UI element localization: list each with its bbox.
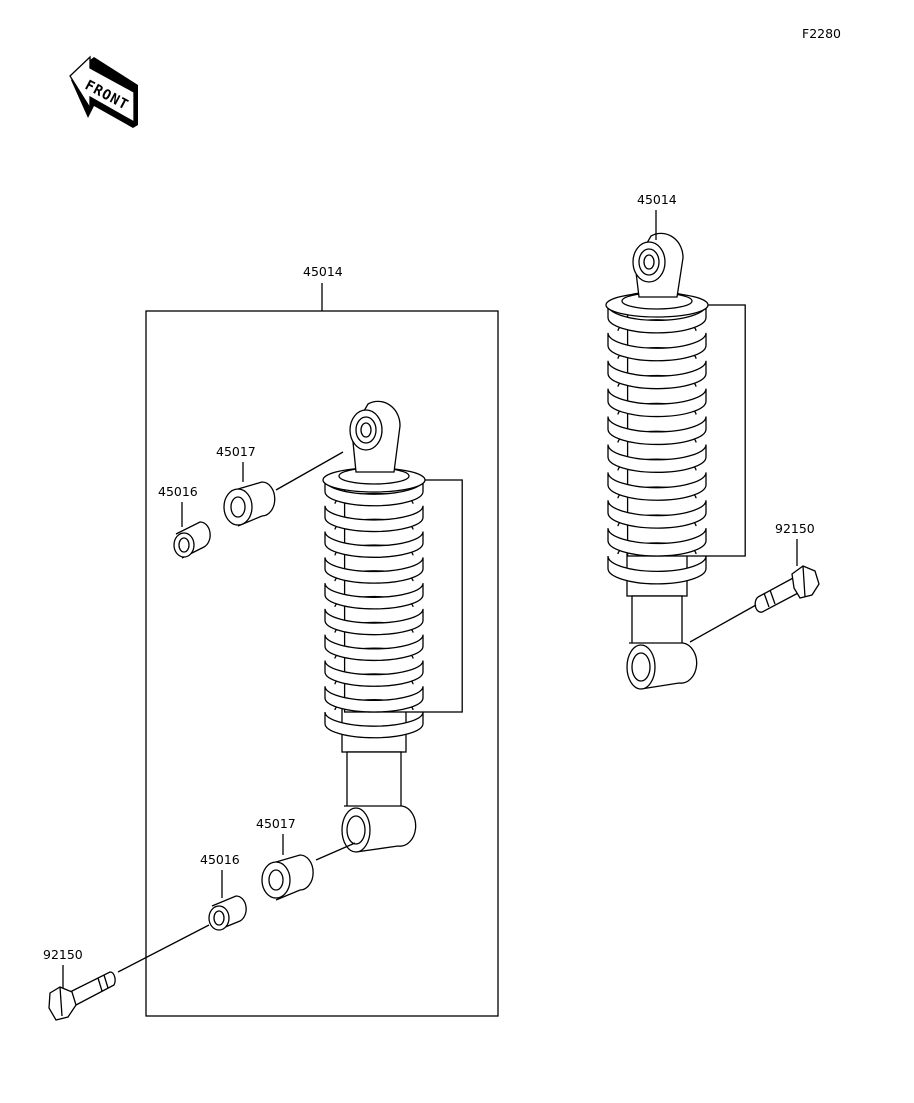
spring-coil bbox=[324, 479, 424, 507]
spring-coil bbox=[607, 416, 707, 446]
shock-absorber-left[interactable] bbox=[322, 400, 463, 853]
spring-coil bbox=[324, 557, 424, 584]
spring-coil bbox=[324, 634, 424, 662]
label-45017-lower: 45017 bbox=[256, 816, 296, 831]
label-45017-upper: 45017 bbox=[216, 444, 256, 459]
spring-coil bbox=[607, 360, 707, 390]
spring-coil bbox=[607, 388, 707, 418]
spring-coil bbox=[324, 531, 424, 558]
spring-coil bbox=[324, 505, 424, 533]
diagram-code: F2280 bbox=[802, 26, 841, 41]
bolt-92150-right[interactable] bbox=[754, 565, 820, 613]
damper-lower-body bbox=[346, 751, 402, 809]
spring-coil bbox=[607, 500, 707, 529]
spring-coil bbox=[607, 444, 707, 473]
label-45016-upper: 45016 bbox=[158, 484, 198, 499]
bolt-92150-left[interactable] bbox=[48, 971, 116, 1021]
shock-absorber-right[interactable] bbox=[605, 232, 746, 690]
collar-45016-upper[interactable] bbox=[173, 521, 211, 559]
collar-45016-lower[interactable] bbox=[208, 895, 247, 931]
label-92150-right: 92150 bbox=[775, 521, 815, 536]
spring-coil bbox=[324, 608, 424, 636]
bushing-45017-upper[interactable] bbox=[223, 481, 276, 527]
spring-coil bbox=[324, 583, 424, 610]
front-direction-arrow-icon: FRONT bbox=[69, 55, 138, 128]
spring-coil bbox=[607, 528, 707, 557]
spring-coil bbox=[607, 304, 707, 334]
label-45014-right: 45014 bbox=[637, 192, 677, 207]
spring-coil bbox=[607, 555, 707, 585]
spring-coil bbox=[607, 472, 707, 501]
spring-coil bbox=[324, 686, 424, 713]
spring-coil bbox=[607, 332, 707, 362]
spring-coil bbox=[324, 660, 424, 687]
assembly-label-45014: 45014 bbox=[303, 264, 343, 279]
spring-coil bbox=[324, 711, 424, 739]
damper-lower-body bbox=[631, 595, 683, 646]
label-92150-left: 92150 bbox=[43, 947, 83, 962]
bushing-45017-lower[interactable] bbox=[261, 854, 314, 901]
label-45016-lower: 45016 bbox=[200, 852, 240, 867]
